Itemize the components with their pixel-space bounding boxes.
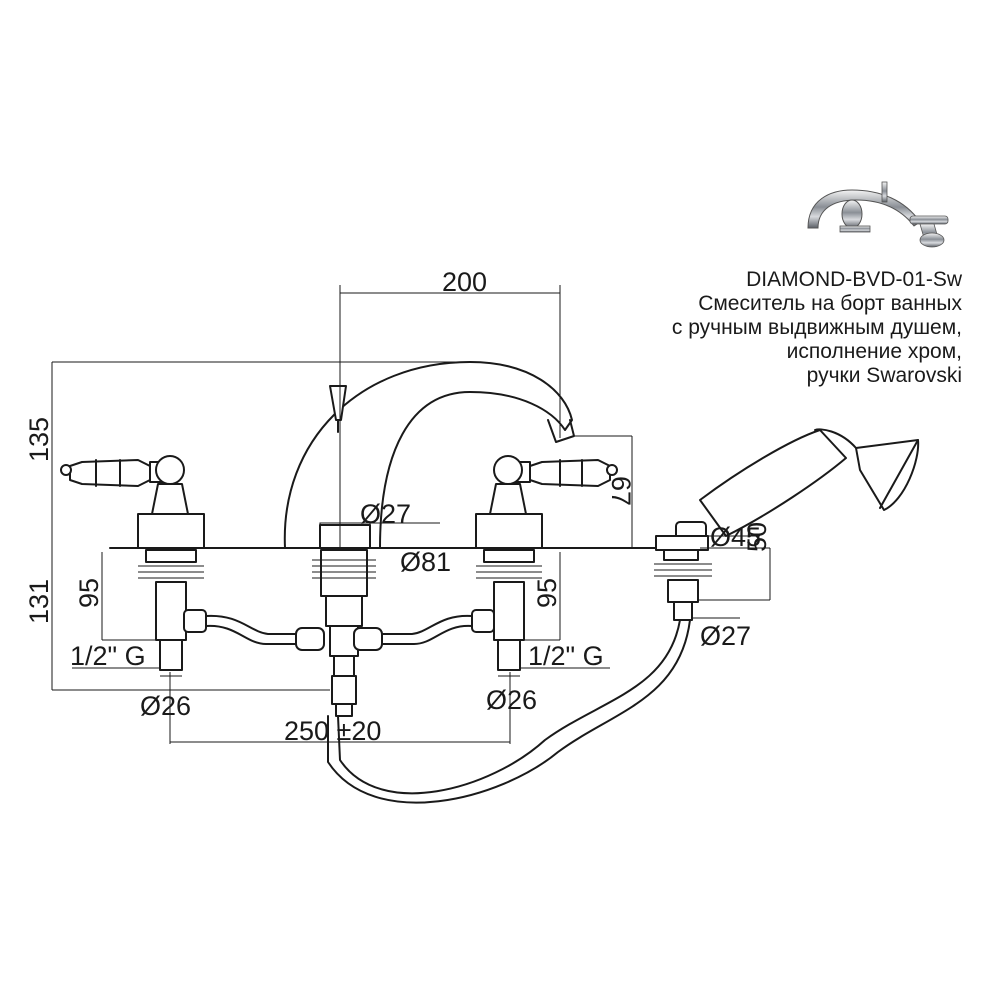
dim-valve-diameter-right: Ø26 bbox=[486, 685, 537, 715]
dim-spout-drop: 67 bbox=[606, 476, 636, 506]
product-model: DIAMOND-BVD-01-Sw bbox=[746, 268, 962, 291]
dim-shower-holder-diameter: Ø45 bbox=[710, 522, 761, 552]
dim-thread-left: 1/2" G bbox=[70, 641, 146, 671]
product-photo bbox=[807, 181, 949, 248]
dim-center-distance: 250 ±20 bbox=[284, 716, 381, 746]
dim-height-above-deck: 135 bbox=[24, 417, 54, 462]
connecting-hoses bbox=[183, 609, 495, 651]
shower-hose bbox=[327, 619, 691, 804]
dim-hose-outlet-diameter: Ø27 bbox=[700, 621, 751, 651]
right-valve bbox=[475, 455, 618, 671]
diverter-knob bbox=[329, 385, 347, 433]
dim-shower-holder-depth: 50 bbox=[742, 522, 772, 552]
hand-shower bbox=[654, 428, 920, 621]
dimension-lines bbox=[51, 285, 771, 744]
dim-thread-right: 1/2" G bbox=[528, 641, 604, 671]
dim-valve-diameter-left: Ø26 bbox=[140, 691, 191, 721]
product-caption: DIAMOND-BVD-01-Sw Смеситель на борт ванн… bbox=[672, 268, 962, 388]
product-description-line-4: ручки Swarovski bbox=[806, 364, 962, 387]
dim-spout-reach: 200 bbox=[442, 267, 487, 297]
spout bbox=[283, 361, 575, 717]
dim-spout-diameter: Ø27 bbox=[360, 499, 411, 529]
dim-valve-shank-left: 95 bbox=[74, 578, 104, 608]
product-description-line-2: с ручным выдвижным душем, bbox=[671, 316, 962, 339]
dim-height-below-deck: 131 bbox=[24, 579, 54, 624]
left-valve bbox=[60, 455, 205, 671]
dim-valve-shank-right: 95 bbox=[532, 578, 562, 608]
product-description-line-1: Смеситель на борт ванных bbox=[698, 292, 962, 315]
dim-spout-base-diameter: Ø81 bbox=[400, 547, 451, 577]
product-description-line-3: исполнение хром, bbox=[786, 340, 962, 363]
